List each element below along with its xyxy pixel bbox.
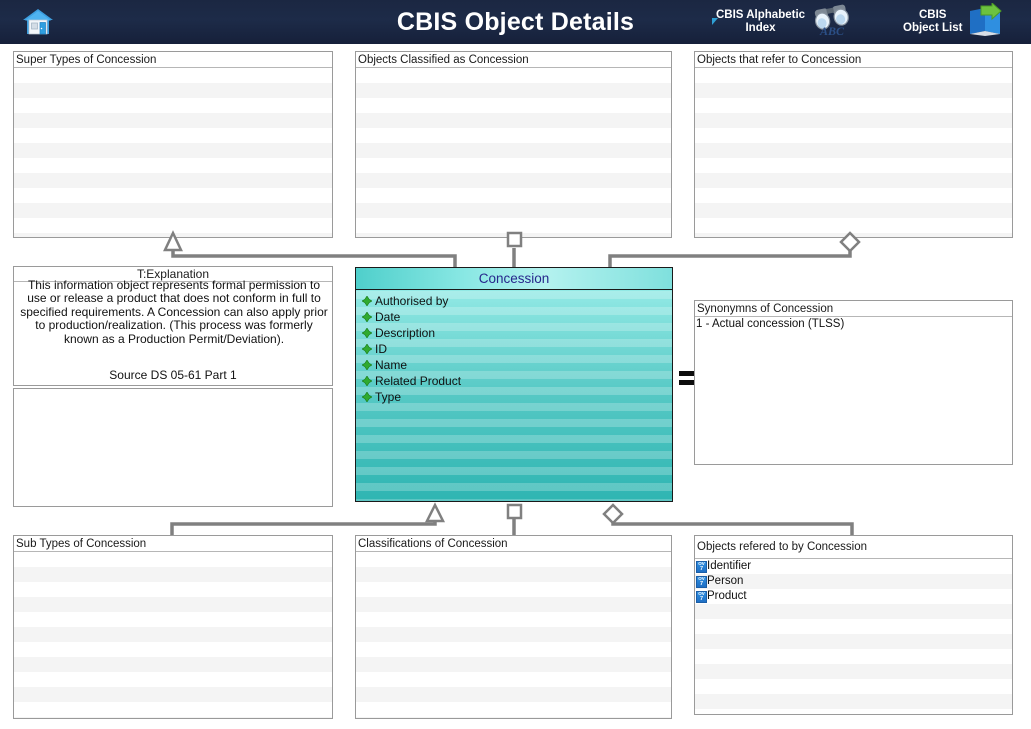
concession-attribute-list[interactable]: Authorised by Date Description ID Name <box>356 291 672 501</box>
attribute-label: Date <box>375 310 401 324</box>
ov7-object-icon <box>696 560 707 573</box>
cbis-alphabetic-index-label: CBIS Alphabetic Index <box>716 9 806 34</box>
refered-by-label: Product <box>707 590 747 602</box>
attribute-label: Description <box>375 326 436 340</box>
explanation-source: Source DS 05-61 Part 1 <box>109 368 237 382</box>
synonym-label: 1 - Actual concession (TLSS) <box>696 318 845 330</box>
attribute-label: Authorised by <box>375 294 449 308</box>
attribute-label: Type <box>375 390 402 404</box>
equals-bar-top <box>679 371 701 376</box>
cbis-object-list-label: CBIS Object List <box>903 9 963 34</box>
list-item[interactable]: 1 - Actual concession (TLSS) <box>695 317 1012 332</box>
panel-objects-refered-to-by-concession[interactable]: Objects refered to by Concession Identif… <box>694 535 1013 715</box>
panel-refered-by-title: Objects refered to by Concession <box>695 536 1012 559</box>
concession-class-box[interactable]: Concession Authorised by Date Descriptio… <box>355 267 673 502</box>
connector-generalization-down <box>170 516 437 535</box>
home-icon[interactable] <box>22 7 54 37</box>
attribute-row[interactable]: Name <box>356 357 672 373</box>
panel-synonyms-title: Synonymns of Concession <box>695 301 1012 317</box>
panel-super-types-of-concession[interactable]: Super Types of Concession <box>13 51 333 238</box>
book-arrow-icon <box>967 1 1005 42</box>
triangle-marker-bottom <box>424 502 446 523</box>
attribute-row[interactable]: Related Product <box>356 373 672 389</box>
attribute-label: Name <box>375 358 408 372</box>
explanation-text: This information object represents forma… <box>20 278 328 346</box>
refered-by-label: Identifier <box>707 560 752 572</box>
panel-classifications-title: Classifications of Concession <box>356 536 671 552</box>
attribute-row[interactable]: Description <box>356 325 672 341</box>
attribute-row[interactable]: ID <box>356 341 672 357</box>
panel-super-types-title: Super Types of Concession <box>14 52 332 68</box>
green-diamond-icon <box>362 312 372 322</box>
explanation-title: T:Explanation <box>136 267 210 281</box>
attribute-label: Related Product <box>375 374 462 388</box>
green-diamond-icon <box>362 360 372 370</box>
cbis-object-list-button[interactable]: CBIS Object List <box>903 0 1005 44</box>
concession-class-name: Concession <box>356 268 672 290</box>
svg-text:ABC: ABC <box>819 24 845 37</box>
panel-sub-types-of-concession[interactable]: Sub Types of Concession <box>13 535 333 719</box>
panel-classifications-list[interactable] <box>356 552 671 718</box>
panel-objects-classified-as-concession[interactable]: Objects Classified as Concession <box>355 51 672 238</box>
panel-super-types-list[interactable] <box>14 68 332 237</box>
green-diamond-icon <box>362 376 372 386</box>
green-diamond-icon <box>362 392 372 402</box>
alpha-index-marker-icon <box>712 18 718 25</box>
cbis-alphabetic-index-button[interactable]: CBIS Alphabetic Index ABC <box>716 0 854 44</box>
explanation-divider <box>14 281 332 282</box>
connector-generalization-up <box>171 250 457 267</box>
page-title: CBIS Object Details <box>396 8 635 36</box>
refered-by-label: Person <box>707 575 744 587</box>
list-item[interactable]: Product <box>695 589 1012 604</box>
green-diamond-icon <box>362 344 372 354</box>
diamond-marker-bottom <box>602 503 624 525</box>
connector-aggregation-up <box>608 250 852 267</box>
panel-synonyms-of-concession[interactable]: Synonymns of Concession 1 - Actual conce… <box>694 300 1013 465</box>
attribute-row[interactable]: Date <box>356 309 672 325</box>
attribute-row[interactable]: Authorised by <box>356 293 672 309</box>
list-item[interactable]: Person <box>695 574 1012 589</box>
panel-sub-types-title: Sub Types of Concession <box>14 536 332 552</box>
green-diamond-icon <box>362 328 372 338</box>
equals-bar-bottom <box>679 380 701 385</box>
comment-field[interactable] <box>14 389 332 490</box>
panel-synonyms-list[interactable]: 1 - Actual concession (TLSS) <box>695 317 1012 464</box>
app-header: CBIS Object Details CBIS Alphabetic Inde… <box>0 0 1031 44</box>
attribute-label: ID <box>375 342 387 356</box>
list-item[interactable]: Identifier <box>695 559 1012 574</box>
equals-relation-symbol <box>679 370 701 388</box>
square-marker-bottom <box>506 503 523 520</box>
connector-aggregation-down <box>611 516 854 535</box>
panel-objects-that-refer-to-concession[interactable]: Objects that refer to Concession <box>694 51 1013 238</box>
green-diamond-icon <box>362 296 372 306</box>
panel-classifications-of-concession[interactable]: Classifications of Concession <box>355 535 672 719</box>
panel-refer-to-title: Objects that refer to Concession <box>695 52 1012 68</box>
panel-comment[interactable]: Comment <box>13 388 333 507</box>
ov7-object-icon <box>696 590 707 603</box>
attribute-row[interactable]: Type <box>356 389 672 405</box>
ov7-object-icon <box>696 575 707 588</box>
panel-refered-by-list[interactable]: Identifier Person Product <box>695 559 1012 714</box>
binoculars-abc-icon: ABC <box>810 3 854 42</box>
panel-refer-to-list[interactable] <box>695 68 1012 237</box>
panel-sub-types-list[interactable] <box>14 552 332 718</box>
panel-classified-list[interactable] <box>356 68 671 237</box>
panel-classified-title: Objects Classified as Concession <box>356 52 671 68</box>
panel-explanation: T:Explanation This information object re… <box>13 266 333 386</box>
